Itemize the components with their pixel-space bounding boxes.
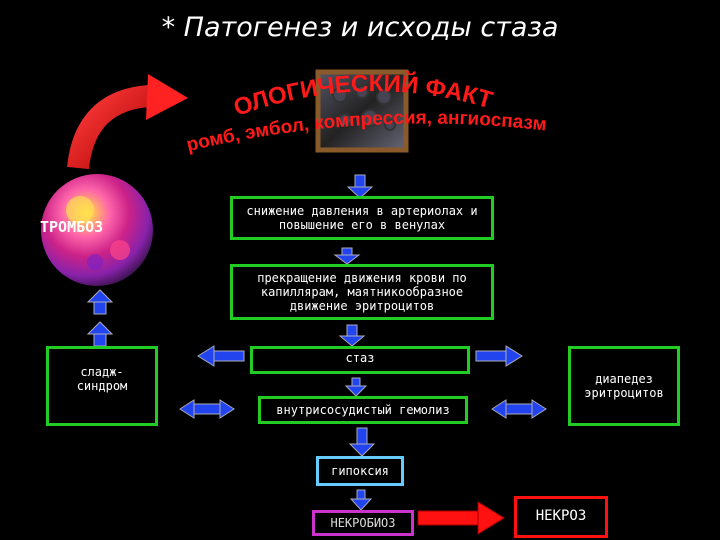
hypoxia-text: гипоксия — [331, 464, 389, 478]
arrow-up-2 — [86, 321, 114, 347]
arrow-down-6 — [349, 489, 373, 511]
arrow-double-right — [491, 399, 547, 419]
arrow-down-1 — [346, 174, 374, 199]
thrombosis-label: ТРОМБОЗ — [40, 218, 104, 236]
arrow-up-1 — [86, 289, 114, 315]
arrow-to-necrosis — [417, 501, 505, 535]
arrow-down-2 — [333, 247, 361, 265]
sludge-text: сладж-синдром — [76, 365, 128, 393]
arrow-left — [197, 345, 245, 367]
curved-red-arrow — [67, 85, 152, 170]
hypoxia-box: гипоксия — [316, 456, 404, 486]
hemolysis-box: внутрисосудистый гемолиз — [258, 396, 468, 424]
page-title: * Патогенез и исходы стаза — [161, 12, 559, 43]
flow-stop-box: прекращение движения крови по капиллярам… — [230, 264, 494, 320]
stasis-box: стаз — [250, 346, 470, 374]
arrow-double-left — [179, 399, 235, 419]
arrow-down-5 — [348, 427, 376, 457]
pressure-box: снижение давления в артериолах и повышен… — [230, 196, 494, 240]
necrobiosis-text: НЕКРОБИОЗ — [330, 516, 396, 530]
diapedesis-text: диапедез эритроцитов — [584, 372, 664, 400]
arrow-down-3 — [338, 324, 366, 347]
diapedesis-box: диапедез эритроцитов — [568, 346, 680, 426]
pressure-text: снижение давления в артериолах и повышен… — [246, 204, 478, 232]
arrow-right — [475, 345, 523, 367]
necrobiosis-box: НЕКРОБИОЗ — [312, 510, 414, 536]
arrow-down-4 — [344, 377, 368, 397]
sludge-box: сладж-синдром — [46, 346, 158, 426]
stasis-text: стаз — [345, 351, 375, 365]
hemolysis-text: внутрисосудистый гемолиз — [276, 403, 450, 417]
flow-stop-text: прекращение движения крови по капиллярам… — [257, 271, 467, 313]
necrosis-box: НЕКРОЗ — [514, 496, 608, 538]
necrosis-text: НЕКРОЗ — [535, 508, 587, 524]
